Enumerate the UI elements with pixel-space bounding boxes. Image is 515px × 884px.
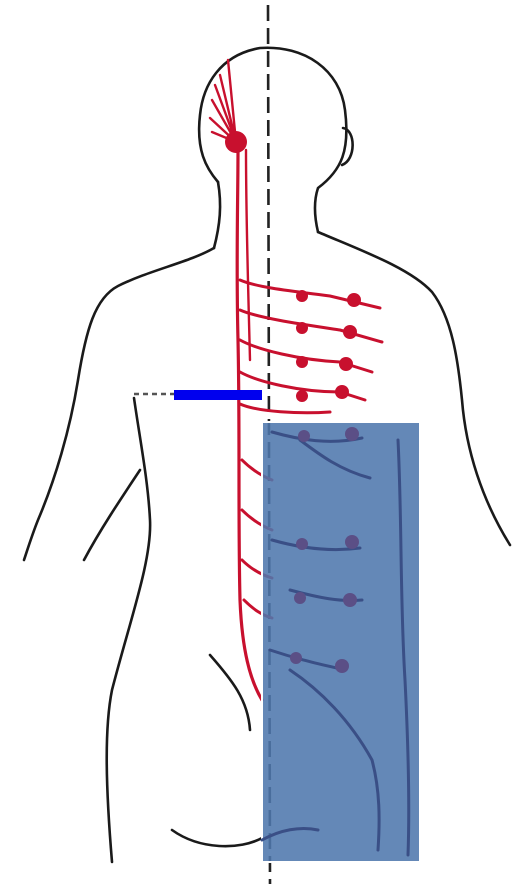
nerve-ganglia: [296, 290, 361, 402]
nerve-trunk: [237, 150, 262, 700]
left-torso-side: [107, 398, 150, 862]
neck-left: [214, 182, 220, 248]
blue-overlay-rectangle: [262, 422, 420, 862]
head-rays: [210, 60, 236, 142]
blue-overlay-group: [262, 422, 420, 862]
left-shoulder-arm: [24, 248, 214, 560]
nerve-trunk-second: [246, 150, 250, 360]
buttock-crease: [210, 655, 250, 730]
left-arm-inner: [84, 470, 140, 560]
blue-marker-bar: [174, 390, 262, 400]
buttock-lower: [172, 830, 262, 846]
